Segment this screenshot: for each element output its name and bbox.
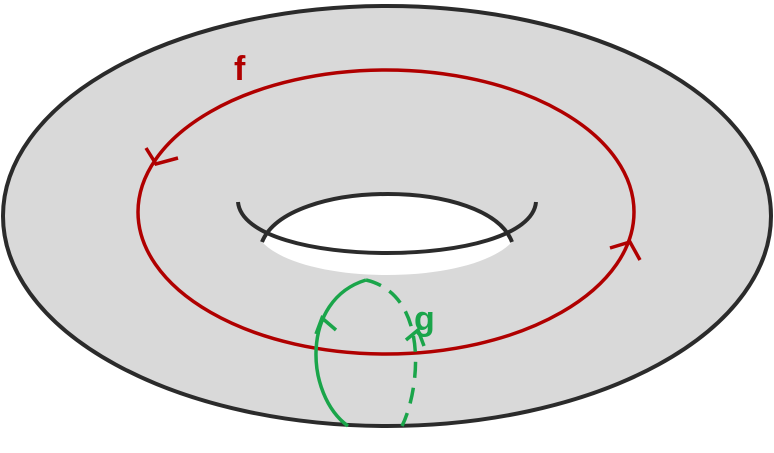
curve-g-label: g bbox=[414, 300, 435, 338]
torus-hole bbox=[262, 194, 512, 275]
curve-g-arrow-back bbox=[404, 327, 426, 347]
curve-f-arrow-right bbox=[609, 239, 642, 261]
curve-f-label: f bbox=[234, 50, 246, 88]
torus-hole-upper-rim bbox=[260, 192, 514, 243]
curve-g-arrow-front bbox=[314, 315, 338, 335]
curve-f bbox=[136, 68, 636, 356]
curve-f-arrow-left bbox=[144, 147, 179, 167]
torus-hole-lower-rim bbox=[236, 201, 538, 255]
curve-g-front bbox=[314, 278, 367, 428]
curve-g-back bbox=[365, 278, 418, 427]
